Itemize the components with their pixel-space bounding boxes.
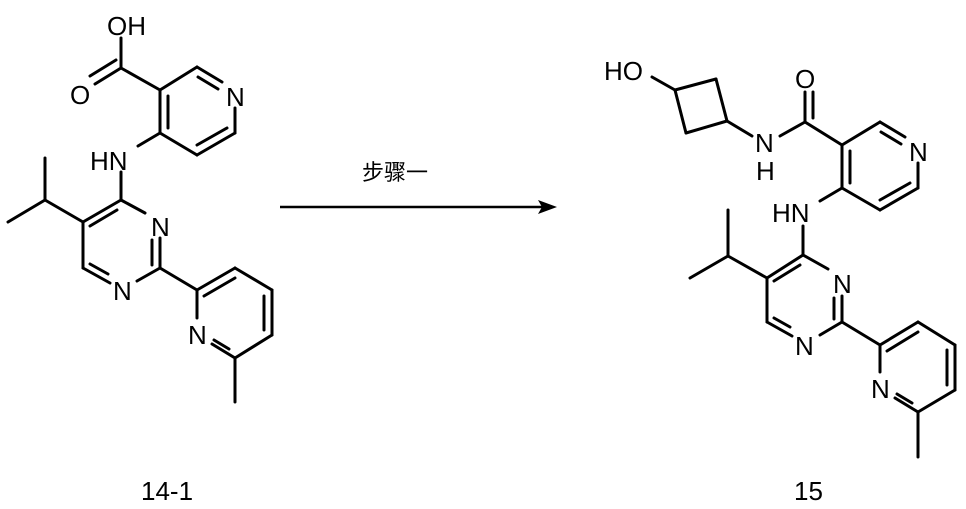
atom-n-pyridine: N bbox=[909, 137, 928, 167]
condition-label: 步骤一 bbox=[362, 161, 428, 186]
atom-o: O bbox=[795, 64, 815, 94]
reactant-label: 14-1 bbox=[141, 476, 193, 506]
reaction-arrow bbox=[280, 200, 557, 214]
atom-n-pyr2: N bbox=[871, 374, 890, 404]
atom-n-pyr2: N bbox=[188, 320, 207, 350]
atom-nh: HN bbox=[772, 198, 810, 228]
product-label: 15 bbox=[794, 476, 823, 506]
atom-amide-n: N bbox=[755, 128, 774, 158]
product-molecule: HO N H O N HN N N N bbox=[604, 56, 957, 459]
atom-n3: N bbox=[833, 269, 852, 299]
atom-n3: N bbox=[151, 212, 170, 242]
reactant-molecule: OH O N HN N N N bbox=[6, 11, 274, 404]
atom-oh: OH bbox=[107, 11, 146, 41]
atom-n-pyridine: N bbox=[226, 82, 245, 112]
atom-nh: HN bbox=[90, 146, 128, 176]
atom-o: O bbox=[70, 80, 90, 110]
atom-amide-h: H bbox=[756, 156, 775, 186]
atom-n1: N bbox=[113, 276, 132, 306]
atom-n1: N bbox=[795, 331, 814, 361]
atom-ho: HO bbox=[604, 56, 643, 86]
